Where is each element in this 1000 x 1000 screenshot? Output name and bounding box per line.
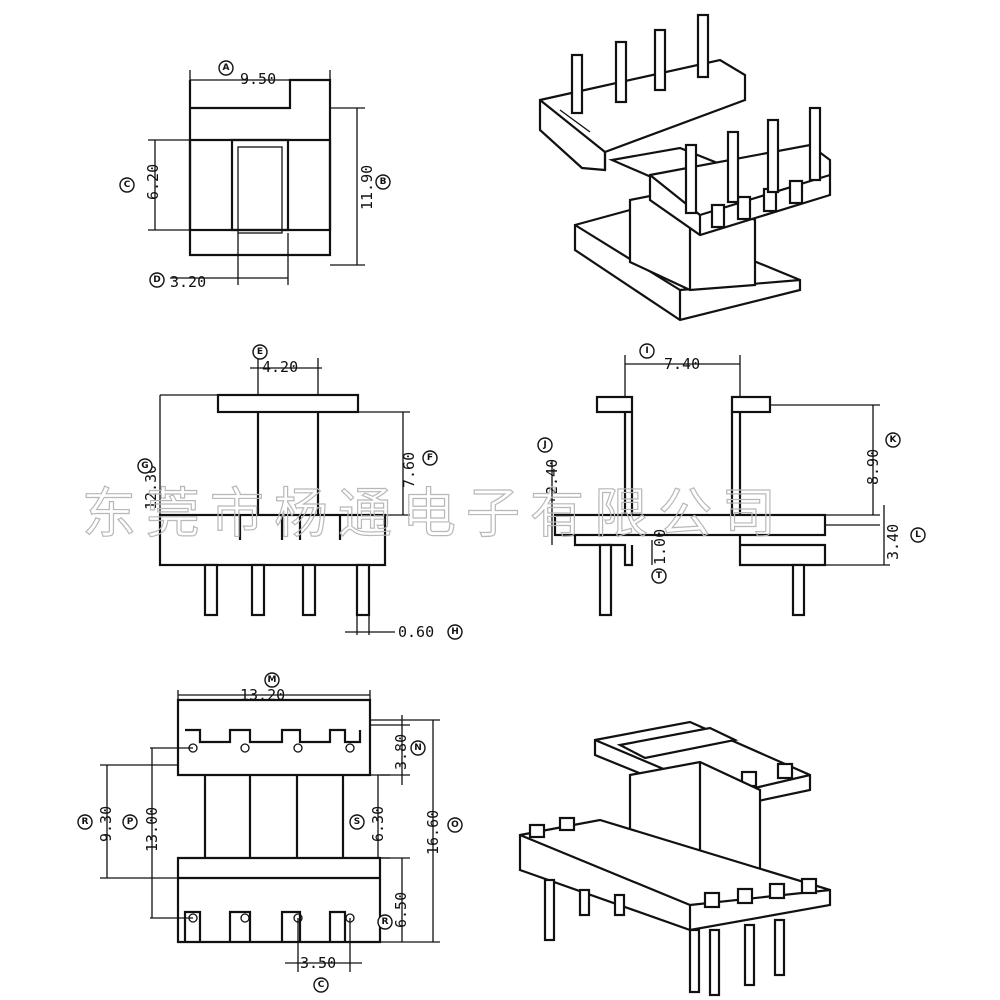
dim-C-bottom-value: 3.50	[300, 954, 336, 972]
svg-text:K: K	[890, 435, 898, 445]
label-H-bubble: H	[447, 624, 463, 640]
label-O-bubble: O	[447, 817, 463, 833]
dim-N-value: 3.80	[392, 734, 410, 770]
svg-text:E: E	[257, 347, 263, 357]
label-P-bubble: P	[122, 814, 138, 830]
isometric-view-top	[538, 13, 832, 322]
label-R-left-bubble: R	[77, 814, 93, 830]
dim-G-value: 12.30	[142, 465, 160, 510]
dim-H-value: 0.60	[398, 623, 434, 641]
front-view	[158, 358, 410, 635]
label-N-bubble: N	[410, 740, 426, 756]
svg-text:I: I	[645, 346, 648, 356]
svg-text:A: A	[223, 63, 230, 73]
label-C-top-bubble: C	[119, 177, 135, 193]
bottom-view	[100, 690, 440, 972]
dim-S-value: 6.30	[369, 806, 387, 842]
dim-J-value: 2.40	[543, 459, 561, 495]
company-watermark: 东莞市杨通电子有限公司	[82, 482, 786, 545]
label-C-bottom-bubble: C	[313, 977, 329, 993]
svg-text:C: C	[124, 180, 131, 190]
label-J-bubble: J	[537, 437, 553, 453]
label-I-bubble: I	[639, 343, 655, 359]
dim-R-left-value: 9.30	[97, 806, 115, 842]
label-G-bubble: G	[137, 458, 153, 474]
top-view	[148, 70, 365, 285]
side-view	[550, 355, 890, 617]
svg-text:O: O	[451, 820, 459, 830]
svg-text:S: S	[354, 817, 360, 827]
svg-text:G: G	[141, 461, 148, 471]
dim-R-right-value: 6.50	[392, 892, 410, 928]
dim-F-value: 7.60	[400, 452, 418, 488]
label-E-bubble: E	[252, 344, 268, 360]
dim-P-value: 13.00	[143, 807, 161, 852]
label-L-bubble: L	[910, 527, 926, 543]
svg-text:R: R	[382, 917, 389, 927]
svg-text:M: M	[268, 675, 277, 685]
label-D-bubble: D	[149, 272, 165, 288]
dim-B-value: 11.90	[358, 165, 376, 210]
dim-E-value: 4.20	[262, 358, 298, 376]
svg-text:R: R	[82, 817, 89, 827]
label-R-right-bubble: R	[377, 914, 393, 930]
label-T-bubble: T	[651, 568, 667, 584]
svg-text:C: C	[318, 980, 325, 990]
dim-C-top-value: 6.20	[144, 164, 162, 200]
dim-I-value: 7.40	[664, 355, 700, 373]
svg-text:H: H	[451, 627, 459, 637]
dim-L-value: 3.40	[884, 524, 902, 560]
label-K-bubble: K	[885, 432, 901, 448]
svg-text:F: F	[427, 453, 433, 463]
svg-text:T: T	[656, 571, 663, 581]
dim-O-value: 16.60	[424, 810, 442, 855]
label-F-bubble: F	[422, 450, 438, 466]
svg-text:D: D	[153, 275, 160, 285]
dim-T-value: 1.00	[651, 529, 669, 565]
svg-text:J: J	[542, 440, 546, 450]
label-A-bubble: A	[218, 60, 234, 76]
label-S-bubble: S	[349, 814, 365, 830]
dim-K-value: 8.90	[864, 449, 882, 485]
dim-A-value: 9.50	[240, 70, 276, 88]
dim-D-value: 3.20	[170, 273, 206, 291]
isometric-view-bottom	[518, 720, 832, 997]
label-M-bubble: M	[264, 672, 280, 688]
label-B-bubble: B	[375, 174, 391, 190]
svg-text:B: B	[380, 177, 387, 187]
svg-text:L: L	[915, 530, 921, 540]
svg-text:P: P	[127, 817, 134, 827]
svg-text:N: N	[414, 743, 422, 753]
dim-M-value: 13.20	[240, 686, 285, 704]
